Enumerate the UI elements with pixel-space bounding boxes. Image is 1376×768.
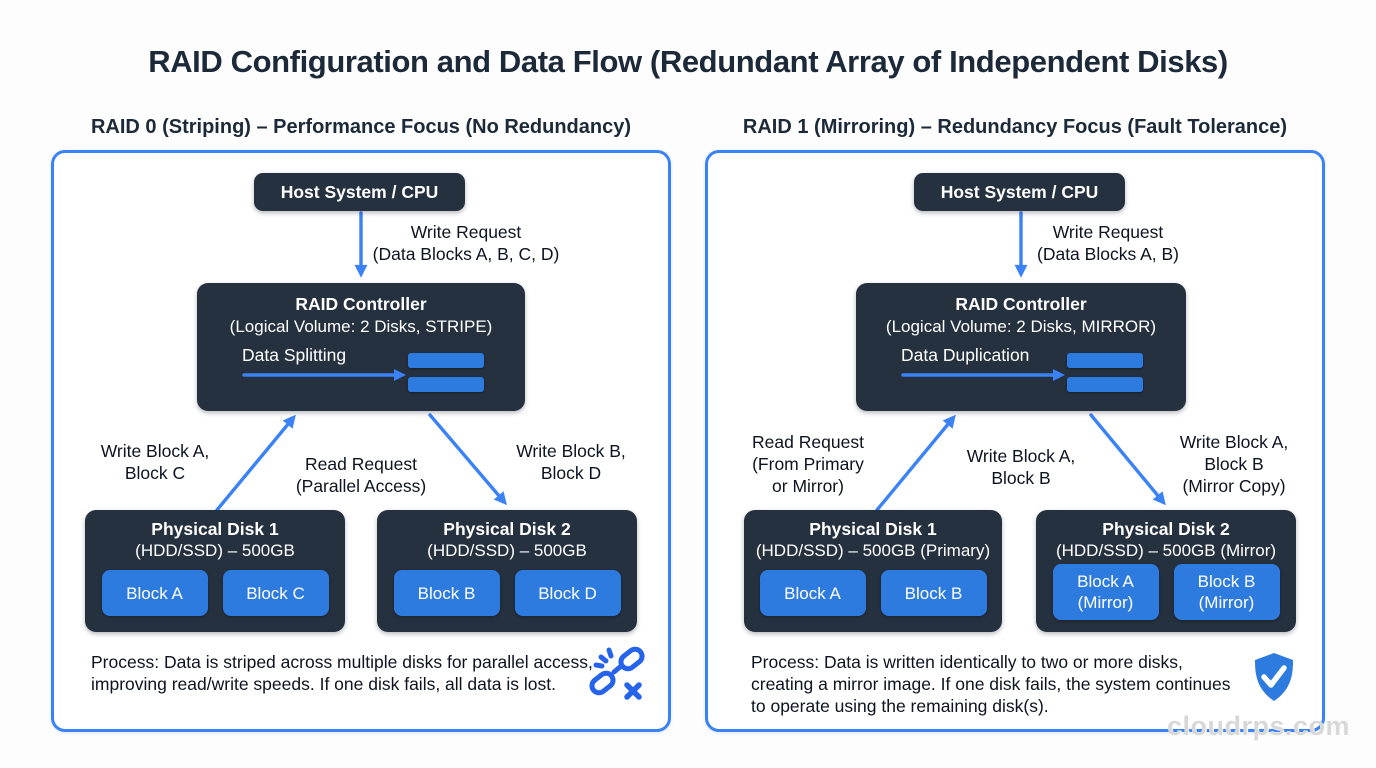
disk-title: Physical Disk 1 [151,519,279,539]
mirror-bar-1 [1067,353,1143,368]
disk-title: Physical Disk 2 [443,519,571,539]
data-block: Block B [880,570,987,616]
mirror-bar-2 [1067,377,1143,392]
controller-operation-label: Data Duplication [901,345,1030,365]
controller-title: RAID Controller [955,294,1087,314]
raid1-write-request-label: Write Request (Data Blocks A, B) [1037,222,1179,264]
raid1-disk1-box: Physical Disk 1 (HDD/SSD) – 500GB (Prima… [744,510,1002,632]
disk-blocks: Block A (Mirror) Block B (Mirror) [1036,564,1296,620]
raid0-write-request-label: Write Request (Data Blocks A, B, C, D) [372,222,560,264]
data-block: Block C [222,570,329,616]
controller-title: RAID Controller [295,294,427,314]
disk-title: Physical Disk 2 [1102,519,1230,539]
stripe-bar-2 [408,377,484,392]
controller-to-disk2-arrow [428,413,507,506]
raid1-disk2-box: Physical Disk 2 (HDD/SSD) – 500GB (Mirro… [1036,510,1296,632]
raid0-read-request-label: Read Request (Parallel Access) [295,454,427,496]
disk-subtitle: (HDD/SSD) – 500GB [427,541,587,560]
data-block: Block A [101,570,208,616]
page-title: RAID Configuration and Data Flow (Redund… [148,44,1228,79]
data-block: Block A [759,570,866,616]
raid1-write-mirror-label: Write Block A, Block B (Mirror Copy) [1179,432,1289,496]
raid1-read-request-label: Read Request (From Primary or Mirror) [752,432,864,496]
raid1-host-box: Host System / CPU [914,173,1125,211]
raid1-controller-box: RAID Controller (Logical Volume: 2 Disks… [856,283,1186,411]
data-block: Block B [393,570,500,616]
raid0-controller-box: RAID Controller (Logical Volume: 2 Disks… [197,283,525,411]
broken-link-icon [589,646,645,700]
controller-to-disk2-arrow [1089,413,1166,506]
raid0-disk2-box: Physical Disk 2 (HDD/SSD) – 500GB Block … [377,510,637,632]
controller-subtitle: (Logical Volume: 2 Disks, STRIPE) [229,317,493,336]
raid0-heading: RAID 0 (Striping) – Performance Focus (N… [90,116,632,138]
data-block: Block D [514,570,621,616]
watermark: cloudrps.com [1166,711,1350,741]
data-splitting-arrow [242,369,406,381]
disk-title: Physical Disk 1 [809,519,937,539]
controller-operation-label: Data Splitting [242,345,347,365]
controller-subtitle: (Logical Volume: 2 Disks, MIRROR) [885,317,1157,336]
shield-check-icon [1255,653,1293,701]
raid0-process-text: Process: Data is striped across multiple… [91,652,593,694]
disk-blocks: Block B Block D [377,570,637,616]
raid1-heading: RAID 1 (Mirroring) – Redundancy Focus (F… [742,116,1288,138]
disk-subtitle: (HDD/SSD) – 500GB (Primary) [755,541,991,560]
raid0-panel: Host System / CPU Write Request (Data Bl… [51,150,671,732]
disk-blocks: Block A Block B [744,570,1002,616]
disk-subtitle: (HDD/SSD) – 500GB [135,541,295,560]
disk1-to-controller-arrow [875,414,956,512]
raid0-host-box: Host System / CPU [254,173,465,211]
raid0-write-right-label: Write Block B, Block D [516,441,626,483]
host-label: Host System / CPU [940,181,1099,202]
disk-subtitle: (HDD/SSD) – 500GB (Mirror) [1055,541,1277,560]
data-duplication-arrow [901,369,1065,381]
raid1-write-center-label: Write Block A, Block B [966,446,1076,488]
raid1-process-text: Process: Data is written identically to … [751,652,1231,716]
host-label: Host System / CPU [280,181,439,202]
data-block: Block B (Mirror) [1173,564,1280,620]
raid0-write-left-label: Write Block A, Block C [100,441,210,483]
disk-blocks: Block A Block C [85,570,345,616]
stripe-bar-1 [408,353,484,368]
raid0-disk1-box: Physical Disk 1 (HDD/SSD) – 500GB Block … [85,510,345,632]
data-block: Block A (Mirror) [1052,564,1159,620]
raid1-panel: Host System / CPU Write Request (Data Bl… [705,150,1325,732]
